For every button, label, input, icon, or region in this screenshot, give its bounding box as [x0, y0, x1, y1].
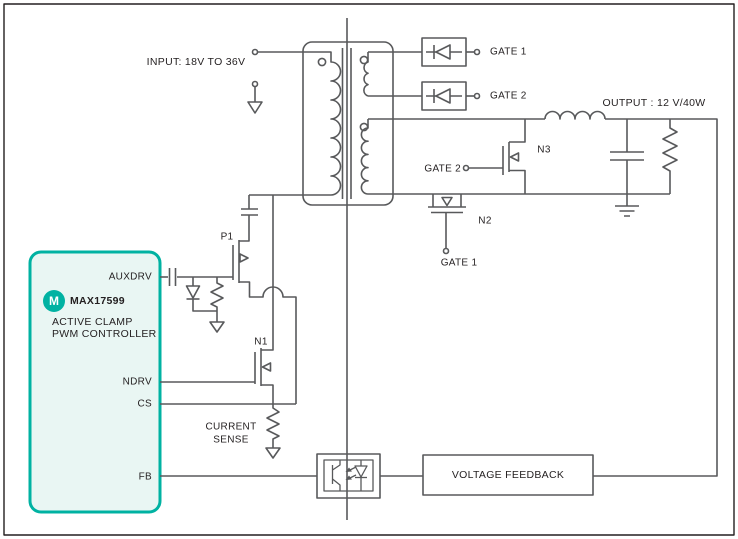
ground-arrow-icon: [265, 447, 281, 459]
diode-icon: [435, 88, 451, 104]
input-return-arrow-icon: [247, 101, 263, 114]
n3-label: N3: [537, 144, 551, 156]
n2-mosfet: [428, 194, 466, 255]
output-inductor: [544, 110, 606, 120]
secondary1-winding: [363, 51, 422, 97]
p1-label: P1: [220, 231, 234, 243]
diode-icon: [435, 44, 451, 60]
output-stage: [368, 110, 718, 477]
gate2-diode-block: [421, 81, 481, 111]
current-sense-label-line2: SENSE: [213, 434, 249, 446]
mosfet-arrow-icon: [509, 152, 520, 162]
gate2-sync-label: GATE 2: [424, 163, 461, 175]
gate1-top-label: GATE 1: [490, 46, 527, 58]
p1-source-hop-wire: [239, 281, 297, 404]
input-label: INPUT: 18V TO 36V: [146, 56, 246, 68]
secondary2-phase-dot: [359, 122, 369, 132]
gate2-top-label: GATE 2: [490, 90, 527, 102]
load-resistor: [662, 119, 678, 194]
gate1-terminal: [473, 48, 481, 56]
mosfet-arrow-icon: [441, 196, 453, 207]
p1-mosfet-clamp: [232, 195, 297, 404]
ground-arrow-icon: [209, 321, 225, 333]
pin-cs: CS: [137, 398, 152, 410]
auxdrv-network: [160, 268, 233, 333]
gate2-sync-terminal: [462, 164, 470, 172]
current-sense-label-line1: CURRENT: [205, 421, 257, 433]
voltage-feedback-label: VOLTAGE FEEDBACK: [451, 469, 565, 481]
pin-fb: FB: [138, 471, 152, 483]
pin-ndrv: NDRV: [122, 376, 152, 388]
ic-description-line1: ACTIVE CLAMP: [52, 316, 133, 328]
secondary1-phase-dot: [359, 55, 369, 65]
gate1-diode-block: [421, 37, 481, 67]
n3-mosfet: [462, 119, 526, 194]
gate2-terminal: [473, 92, 481, 100]
clamp-diode-icon: [185, 285, 201, 299]
earth-ground-icon: [615, 194, 639, 217]
gate1-sync-label: GATE 1: [440, 257, 478, 269]
ic-description-line2: PWM CONTROLLER: [52, 328, 157, 340]
clamp-capacitor: [239, 195, 258, 242]
sense-resistor: [266, 404, 280, 448]
voltage-feedback-box: [422, 454, 594, 496]
primary-winding: [249, 51, 342, 196]
gate-resistor: [210, 277, 224, 322]
primary-phase-dot: [317, 57, 327, 67]
transformer: [249, 41, 422, 206]
part-number: MAX17599: [70, 295, 125, 307]
maxim-logo-icon: M: [43, 290, 65, 312]
input-terminal: [247, 48, 263, 114]
n1-mosfet: [160, 195, 274, 404]
secondary2-winding: [360, 119, 369, 195]
current-sense-network: [160, 403, 296, 459]
mosfet-arrow-icon: [239, 253, 249, 263]
led-icon: [354, 465, 368, 478]
mosfet-arrow-icon: [261, 362, 272, 372]
n2-label: N2: [478, 215, 492, 227]
output-label: OUTPUT : 12 V/40W: [602, 97, 706, 109]
n1-label: N1: [254, 336, 268, 348]
diagram-border: [3, 3, 735, 536]
feedback-path: [160, 453, 594, 499]
output-capacitor: [610, 119, 644, 194]
pin-auxdrv: AUXDRV: [108, 271, 152, 283]
gate1-sync-terminal: [442, 247, 450, 255]
